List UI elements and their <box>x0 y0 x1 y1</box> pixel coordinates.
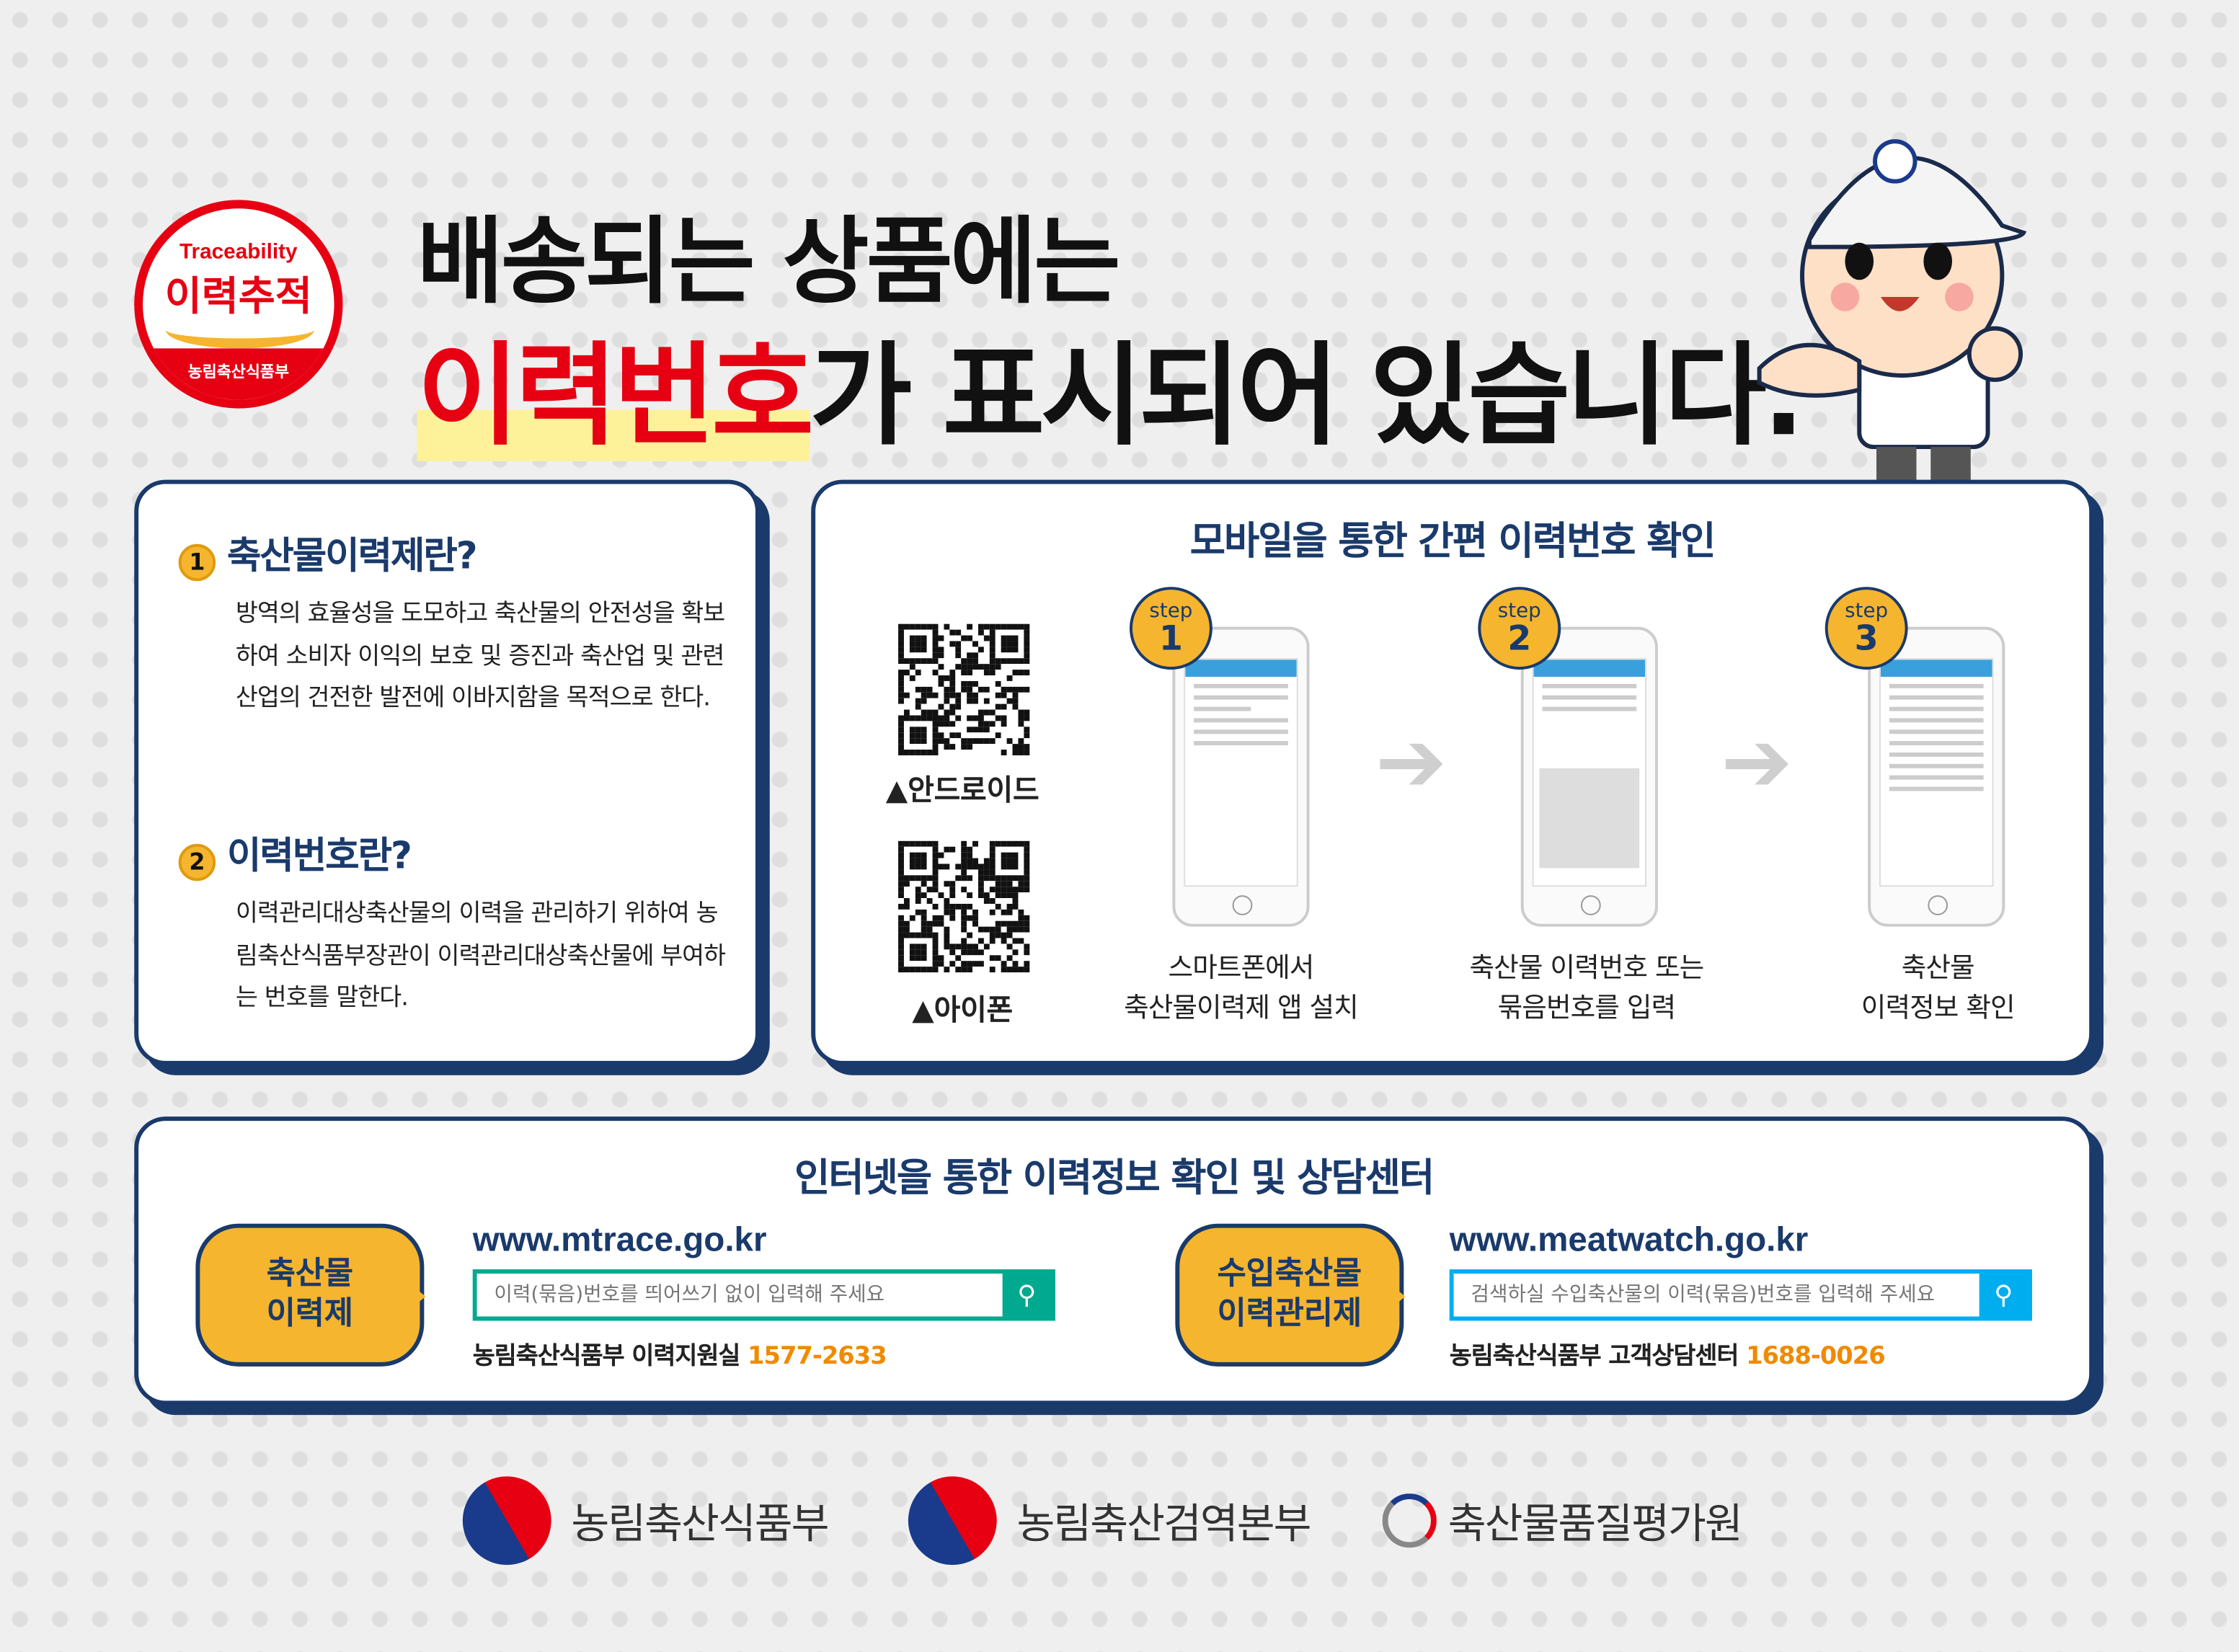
phone-number: 1688-0026 <box>1746 1342 1886 1371</box>
search-bar-mtrace: ⚲ <box>472 1269 1055 1321</box>
badge-arc <box>165 311 314 349</box>
search-input-meatwatch[interactable] <box>1453 1274 1979 1317</box>
section-number-badge: 2 <box>178 843 216 881</box>
phone-step-2 <box>1520 626 1658 927</box>
qr-code-iphone[interactable] <box>898 840 1030 973</box>
mascot-inspector-illustration <box>1757 139 2027 509</box>
arrow-right-icon: ➔ <box>1721 712 1793 813</box>
url-meatwatch-link[interactable]: www.meatwatch.go.kr <box>1449 1220 1809 1260</box>
search-bar-meatwatch: ⚲ <box>1449 1269 2032 1321</box>
contact-mtrace: 농림축산식품부 이력지원실 1577-2633 <box>472 1342 887 1371</box>
footer-org-mafra: 농림축산식품부 <box>446 1460 829 1581</box>
info-card: 1 축산물이력제란? 방역의 효율성을 도모하고 축산물의 안전성을 확보하여 소… <box>134 479 760 1065</box>
badge-english: Traceability <box>179 239 298 265</box>
phone-step-1 <box>1172 626 1310 927</box>
section-title: 이력번호란? <box>226 835 412 879</box>
phone-step-3 <box>1868 626 2005 927</box>
section-2-heading: 2 이력번호란? <box>178 827 412 881</box>
qr-label-iphone: ▲아이폰 <box>912 992 1014 1027</box>
internet-title: 인터넷을 통한 이력정보 확인 및 상담센터 <box>794 1156 1435 1202</box>
arrow-right-icon: ➔ <box>1375 712 1447 813</box>
headline-line2: 이력번호가 표시되어 있습니다. <box>417 307 1805 467</box>
footer-org-ekape: 축산물품질평가원 <box>1382 1491 1743 1550</box>
phone-number: 1577-2633 <box>748 1342 887 1371</box>
search-input-mtrace[interactable] <box>476 1274 1003 1317</box>
headline-line1: 배송되는 상품에는 <box>417 207 1120 317</box>
section-number-badge: 1 <box>178 543 216 581</box>
mobile-title: 모바일을 통한 간편 이력번호 확인 <box>1189 520 1716 564</box>
qr-label-android: ▲안드로이드 <box>885 772 1039 807</box>
ekape-logo-icon <box>1382 1493 1437 1548</box>
taegeuk-logo-icon <box>892 1460 1014 1581</box>
qr-code-android[interactable] <box>898 623 1030 755</box>
taegeuk-logo-icon <box>446 1460 568 1581</box>
headline-highlight: 이력번호 <box>417 332 814 461</box>
badge-ministry: 농림축산식품부 <box>143 348 334 400</box>
traceability-badge-logo: Traceability 이력추적 농림축산식품부 <box>134 200 343 409</box>
section-body: 이력관리대상축산물의 이력을 관리하기 위하여 농림축산식품부장관이 이력관리대… <box>235 900 726 1013</box>
section-1-heading: 1 축산물이력제란? <box>178 527 478 581</box>
search-icon[interactable]: ⚲ <box>1979 1274 2029 1317</box>
footer-org-qia: 농림축산검역본부 <box>892 1460 1311 1581</box>
section-body: 방역의 효율성을 도모하고 축산물의 안전성을 확보하여 소비자 이익의 보호 … <box>235 600 725 713</box>
url-mtrace-link[interactable]: www.mtrace.go.kr <box>472 1220 767 1260</box>
contact-meatwatch: 농림축산식품부 고객상담센터 1688-0026 <box>1449 1342 1886 1371</box>
search-icon[interactable]: ⚲ <box>1002 1274 1052 1317</box>
section-title: 축산물이력제란? <box>226 535 478 579</box>
headline-rest: 가 표시되어 있습니다. <box>810 332 1804 461</box>
